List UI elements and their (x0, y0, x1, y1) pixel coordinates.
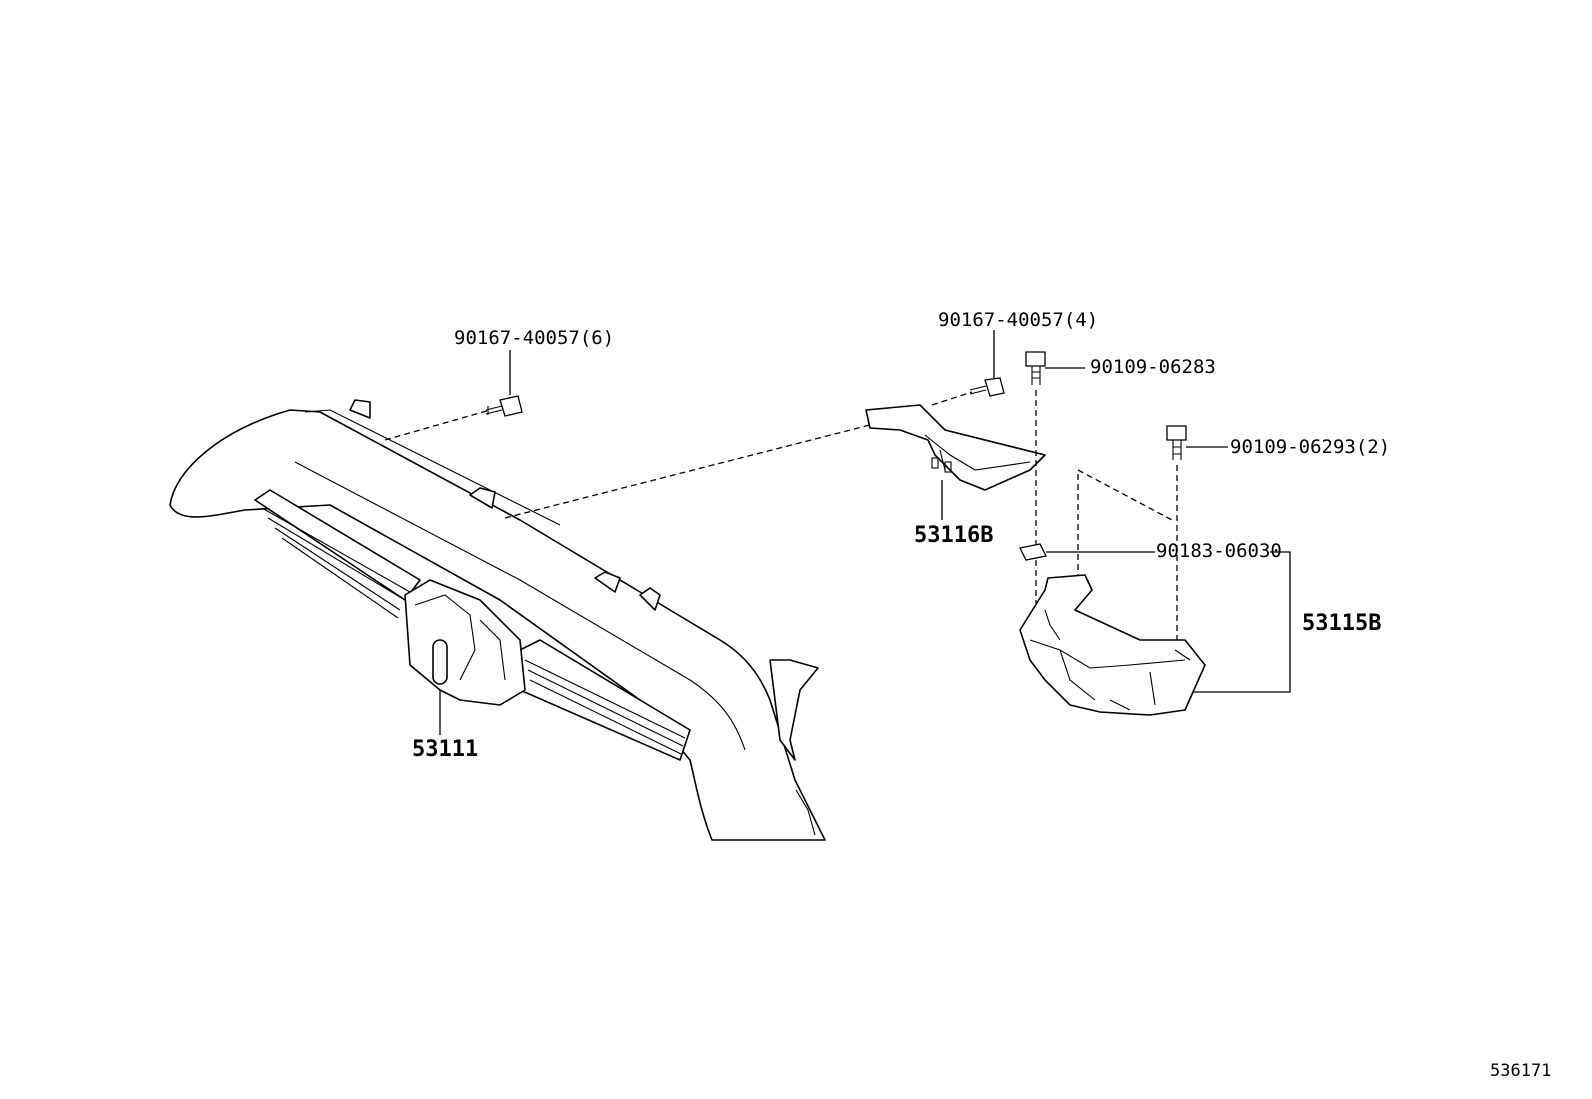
lower-bracket-dashline (1077, 468, 1173, 580)
grille-label: 53111 (412, 737, 478, 762)
bolt-left-label: 90167-40057(6) (454, 327, 614, 349)
nut-label: 90183-06030 (1156, 540, 1282, 562)
nut-icon[interactable] (1019, 543, 1155, 561)
upper-bracket-label: 53116B (914, 523, 993, 548)
bolt-a-label: 90109-06283 (1090, 356, 1216, 378)
grille-to-bracket-dashline (504, 424, 871, 519)
bolt-center-icon[interactable] (969, 330, 1005, 397)
bolt-left-dashline (384, 409, 491, 441)
bolt-left-icon[interactable] (485, 350, 523, 417)
bolt-a-icon[interactable] (1025, 351, 1085, 385)
bolt-center-label: 90167-40057(4) (938, 309, 1098, 331)
bolt-b-label: 90109-06293(2) (1230, 436, 1390, 458)
bolt-center-dashline (931, 391, 973, 406)
lower-bracket[interactable] (1019, 574, 1206, 716)
lower-bracket-label: 53115B (1302, 611, 1381, 636)
radiator-grille[interactable] (169, 399, 826, 841)
lower-bracket-leader (1190, 551, 1291, 693)
bolt-b-icon[interactable] (1166, 425, 1228, 460)
diagram-id: 536171 (1490, 1061, 1551, 1081)
upper-bracket[interactable] (865, 404, 1046, 520)
